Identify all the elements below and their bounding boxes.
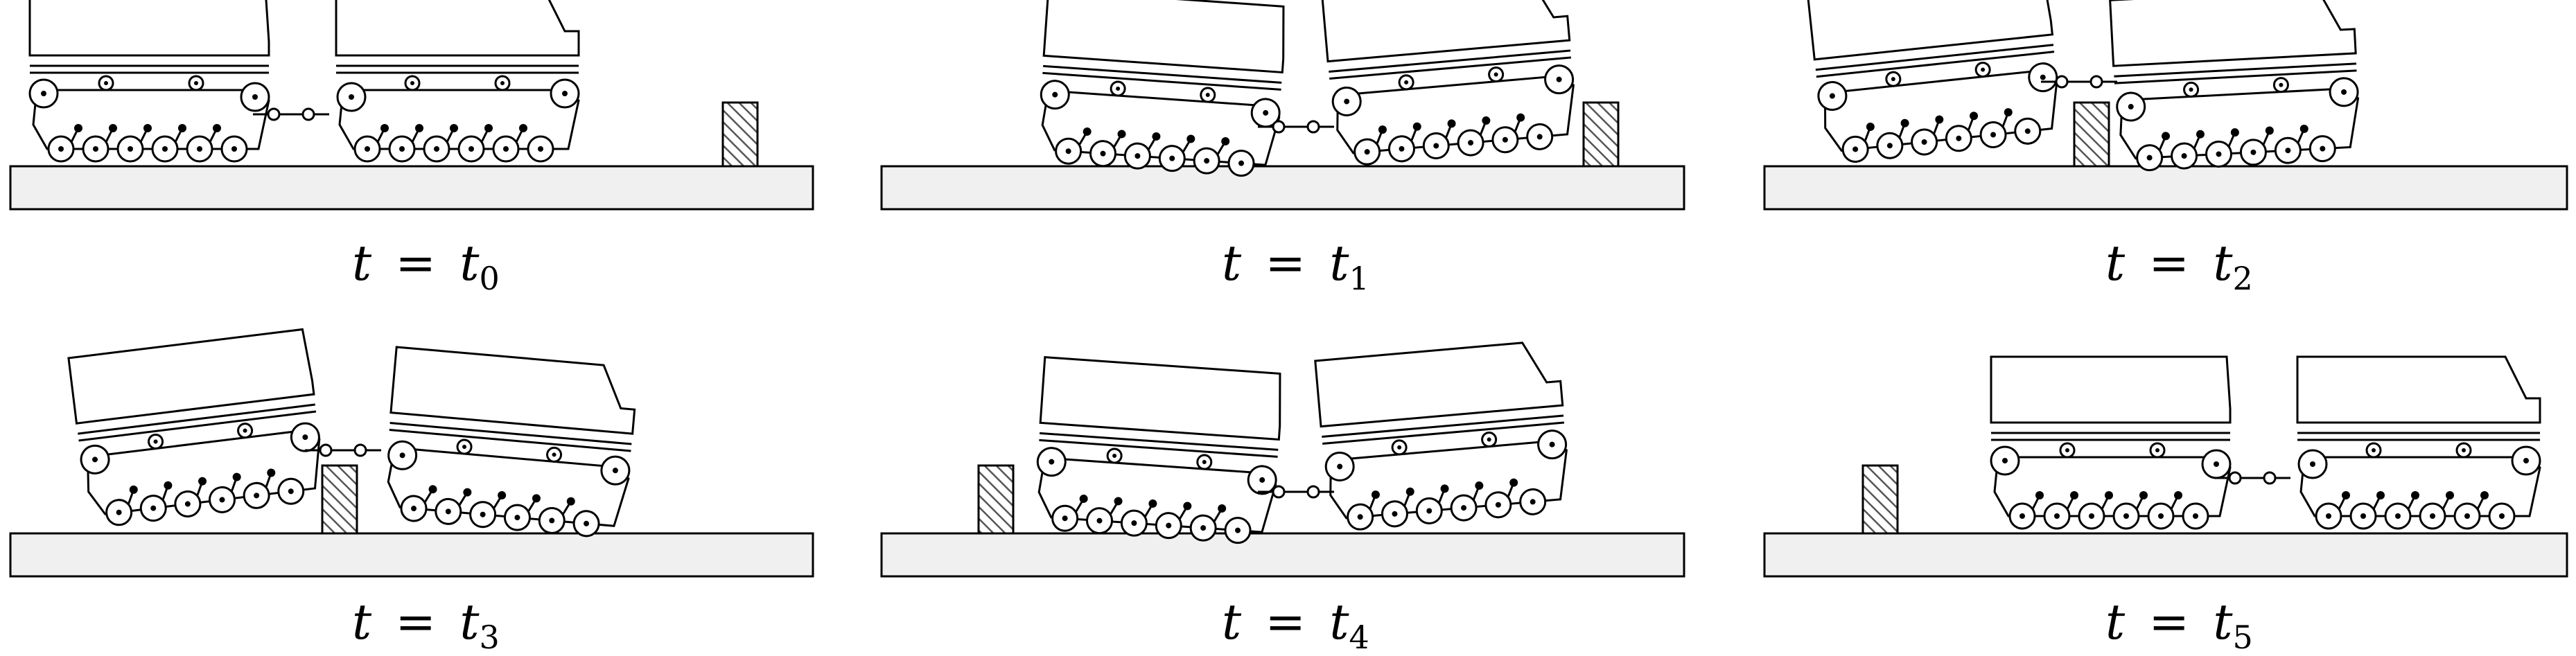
rear-car [1031,356,1285,547]
obstacle [1861,464,1899,535]
caption-t5: t = t5 [2105,594,2253,656]
obstacle [977,464,1015,535]
ground [9,165,814,211]
frame-t0: t = t0 [9,0,814,297]
ground [1763,532,2568,578]
obstacle [2073,101,2110,168]
obstacle [721,101,759,168]
front-car [380,346,640,541]
front-car [1321,0,1580,168]
front-car [2109,0,2363,173]
caption-t3: t = t3 [352,594,500,656]
rear-car [1990,355,2232,530]
obstacle [321,464,358,535]
rear-car [1806,0,2065,166]
caption-t0: t = t0 [352,235,500,297]
ground [9,532,814,578]
front-car [2296,355,2541,530]
caption-t1: t = t1 [1222,235,1369,297]
frame-t4: t = t4 [880,338,1685,656]
caption-t2: t = t2 [2105,235,2253,297]
ground [880,165,1685,211]
frame-t5: t = t5 [1763,355,2568,656]
frame-t1: t = t1 [880,0,1685,297]
ground [1763,165,2568,211]
caption-t4: t = t4 [1222,594,1369,656]
frame-t2: t = t2 [1763,0,2568,297]
frame-t3: t = t3 [9,328,814,656]
front-car [335,0,580,163]
ground [880,532,1685,578]
rear-car [28,0,270,163]
rear-car [1035,0,1288,179]
rear-car [67,328,328,530]
obstacle [1582,101,1620,168]
front-car [1314,338,1573,533]
